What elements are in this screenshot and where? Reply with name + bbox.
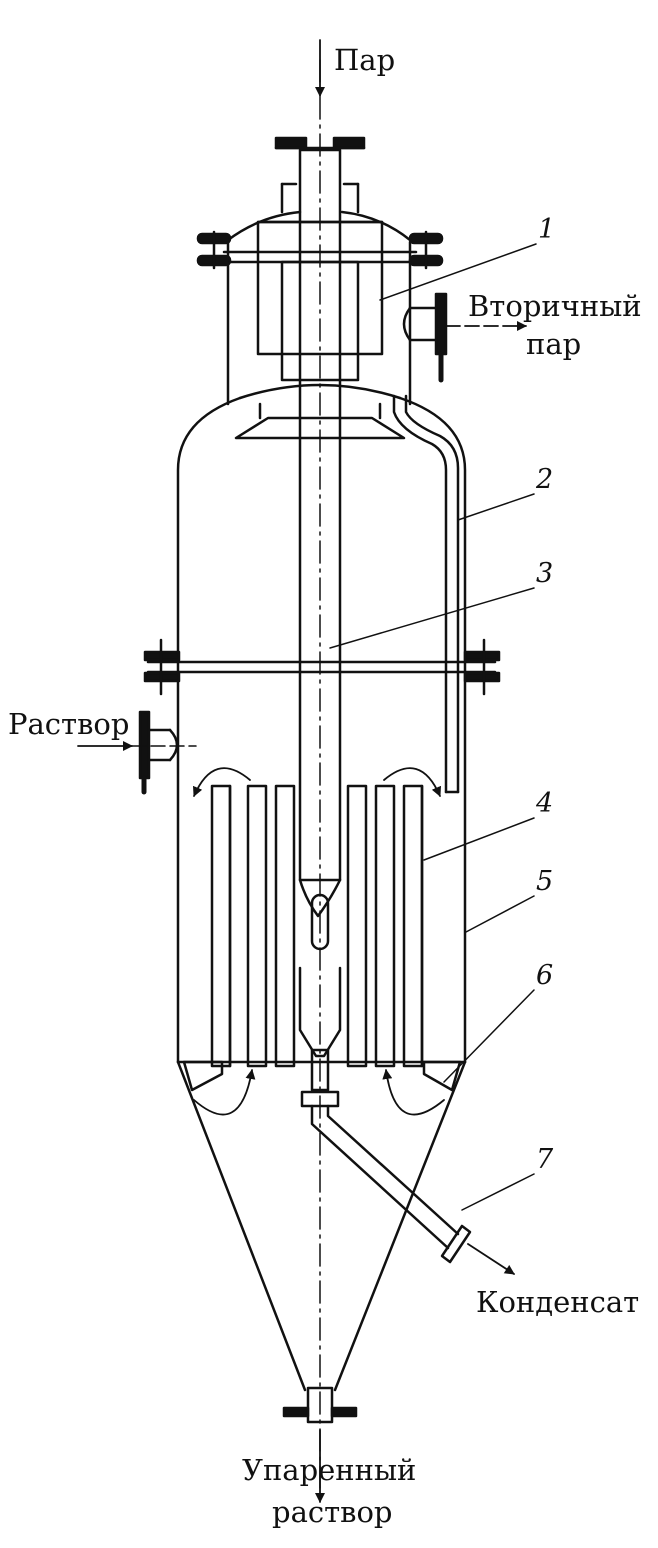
condensate-arrow (467, 1243, 515, 1275)
leader-2 (457, 493, 535, 521)
flow-arrow-bottom-right (382, 1069, 445, 1116)
steam-in-label: Пар (334, 43, 395, 77)
secondary-steam-label-2: пар (526, 327, 581, 361)
callout-4: 4 (535, 788, 553, 819)
flow-arrow-top-right (383, 767, 441, 797)
solution-in-label: Раствор (8, 707, 129, 741)
callout-5: 5 (536, 866, 553, 897)
right-baffle (422, 1060, 462, 1092)
callout-7: 7 (536, 1144, 554, 1175)
vessel-shell (143, 383, 501, 1424)
callout-3: 3 (536, 558, 553, 589)
central-steam-pipe (274, 136, 366, 1108)
solution-nozzle (138, 710, 179, 795)
leader-1 (379, 243, 537, 301)
heating-tube-bundle (210, 784, 424, 1068)
callout-2: 2 (535, 464, 553, 495)
separator-head (196, 182, 444, 440)
secondary-steam-label-1: Вторичный (468, 289, 642, 323)
flow-arrow-bottom-left (193, 1069, 256, 1116)
leader-6 (443, 989, 535, 1083)
condensate-label: Конденсат (476, 1285, 639, 1319)
condensate-outlet (310, 1104, 472, 1264)
flow-arrow-top-left (193, 767, 251, 797)
left-baffle (182, 1060, 224, 1092)
condensate-line (392, 394, 460, 794)
leader-5 (465, 895, 535, 933)
secondary-steam-nozzle (402, 292, 448, 383)
leader-7 (461, 1173, 535, 1211)
leader-4 (423, 817, 535, 861)
callout-6: 6 (536, 960, 553, 991)
evaporated-label-2: раствор (272, 1495, 393, 1529)
callout-1: 1 (538, 214, 555, 245)
leader-3 (329, 587, 535, 649)
evaporated-label-1: Упаренный (242, 1453, 416, 1487)
